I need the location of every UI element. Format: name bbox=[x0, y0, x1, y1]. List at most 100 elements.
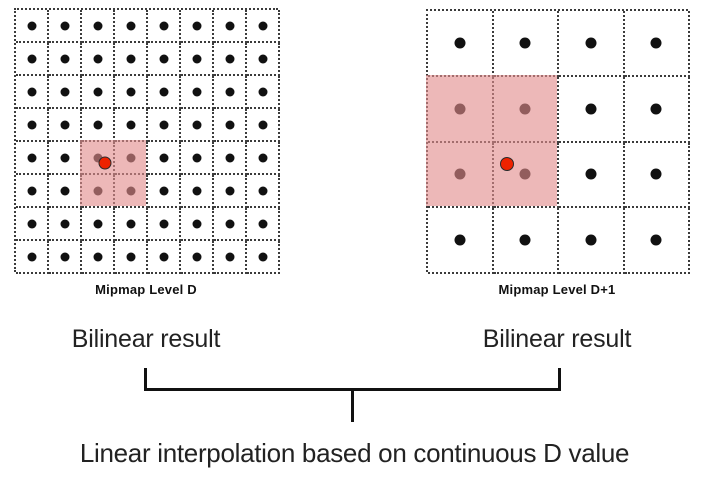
texel-cell bbox=[82, 241, 115, 274]
texel-cell bbox=[493, 208, 559, 274]
brace-right-arm bbox=[558, 368, 561, 391]
texel-cell bbox=[559, 76, 625, 143]
texel-dot bbox=[126, 54, 135, 63]
texel-cell bbox=[148, 208, 181, 241]
texel-dot bbox=[258, 153, 267, 162]
texel-dot bbox=[159, 120, 168, 129]
texel-cell bbox=[115, 208, 148, 241]
texel-cell bbox=[214, 175, 247, 208]
texel-cell bbox=[559, 142, 625, 209]
texel-cell bbox=[181, 43, 214, 76]
texel-dot bbox=[27, 219, 36, 228]
texel-cell bbox=[181, 109, 214, 142]
interpolation-description: Linear interpolation based on continuous… bbox=[79, 438, 630, 468]
texel-dot bbox=[225, 186, 234, 195]
texel-dot bbox=[159, 54, 168, 63]
texel-cell bbox=[148, 109, 181, 142]
texel-dot bbox=[60, 87, 69, 96]
texel-cell bbox=[115, 109, 148, 142]
texel-cell bbox=[148, 241, 181, 274]
texel-dot bbox=[60, 219, 69, 228]
texel-dot bbox=[159, 219, 168, 228]
texel-dot bbox=[519, 234, 531, 246]
texel-dot bbox=[93, 54, 102, 63]
texel-cell bbox=[49, 43, 82, 76]
texel-cell bbox=[247, 241, 280, 274]
texel-dot bbox=[225, 120, 234, 129]
texel-cell bbox=[214, 43, 247, 76]
texel-cell bbox=[16, 109, 49, 142]
texel-cell bbox=[247, 43, 280, 76]
texel-dot bbox=[60, 252, 69, 261]
texel-dot bbox=[585, 168, 597, 180]
texel-cell bbox=[49, 109, 82, 142]
texel-cell bbox=[214, 10, 247, 43]
texel-dot bbox=[585, 234, 597, 246]
texel-dot bbox=[126, 219, 135, 228]
texel-cell bbox=[115, 43, 148, 76]
texel-cell bbox=[49, 10, 82, 43]
brace-center-stem bbox=[351, 388, 354, 422]
texel-dot bbox=[93, 87, 102, 96]
panel-level-d-plus-1 bbox=[426, 9, 690, 274]
texel-dot bbox=[192, 120, 201, 129]
texel-dot bbox=[225, 21, 234, 30]
texel-cell bbox=[82, 43, 115, 76]
texel-dot bbox=[126, 252, 135, 261]
texel-dot bbox=[454, 103, 466, 115]
texel-dot bbox=[27, 186, 36, 195]
texel-cell bbox=[181, 241, 214, 274]
texel-dot bbox=[225, 153, 234, 162]
texel-cell bbox=[49, 208, 82, 241]
texel-dot bbox=[93, 120, 102, 129]
texel-cell bbox=[181, 10, 214, 43]
texel-dot bbox=[258, 54, 267, 63]
texel-cell bbox=[428, 76, 494, 143]
texel-dot bbox=[225, 252, 234, 261]
texel-dot bbox=[60, 21, 69, 30]
texel-cell bbox=[214, 208, 247, 241]
texel-cell bbox=[247, 76, 280, 109]
texel-cell bbox=[49, 142, 82, 175]
texel-dot bbox=[60, 186, 69, 195]
bilinear-result-label-right: Bilinear result bbox=[482, 325, 632, 353]
texel-cell bbox=[16, 76, 49, 109]
texel-dot bbox=[93, 252, 102, 261]
texel-dot bbox=[519, 168, 531, 180]
texel-cell bbox=[624, 11, 690, 77]
texel-cell bbox=[247, 109, 280, 142]
texel-grid-level-d bbox=[14, 8, 280, 274]
texel-dot bbox=[454, 168, 466, 180]
texel-dot bbox=[27, 120, 36, 129]
texel-cell bbox=[624, 76, 690, 143]
texel-cell bbox=[82, 76, 115, 109]
texel-dot bbox=[192, 219, 201, 228]
texel-cell bbox=[115, 142, 148, 175]
texel-dot bbox=[454, 234, 466, 246]
texel-cell bbox=[82, 208, 115, 241]
caption-level-d: Mipmap Level D bbox=[95, 282, 197, 297]
texel-dot bbox=[192, 87, 201, 96]
texel-cell bbox=[624, 142, 690, 209]
sample-point-level-d bbox=[98, 156, 112, 170]
texel-dot bbox=[225, 54, 234, 63]
texel-dot bbox=[585, 103, 597, 115]
texel-cell bbox=[214, 76, 247, 109]
texel-dot bbox=[159, 186, 168, 195]
texel-cell bbox=[16, 175, 49, 208]
caption-level-d-plus-1: Mipmap Level D+1 bbox=[498, 282, 616, 297]
texel-dot bbox=[192, 21, 201, 30]
texel-dot bbox=[126, 153, 135, 162]
texel-dot bbox=[27, 153, 36, 162]
texel-cell bbox=[16, 142, 49, 175]
texel-cell bbox=[247, 208, 280, 241]
texel-cell bbox=[16, 43, 49, 76]
texel-cell bbox=[148, 142, 181, 175]
texel-dot bbox=[192, 153, 201, 162]
texel-dot bbox=[159, 252, 168, 261]
texel-cell bbox=[181, 175, 214, 208]
texel-dot bbox=[192, 186, 201, 195]
texel-dot bbox=[650, 234, 662, 246]
texel-dot bbox=[27, 54, 36, 63]
texel-dot bbox=[126, 186, 135, 195]
